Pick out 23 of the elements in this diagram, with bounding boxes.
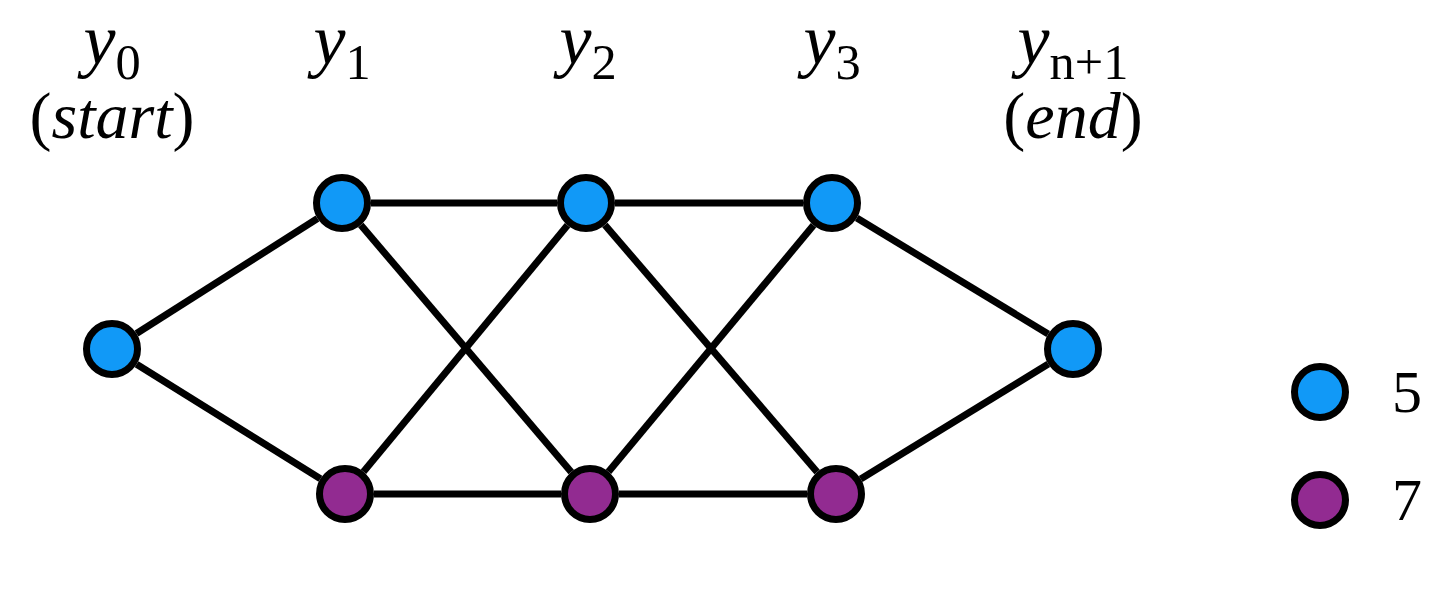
variable-label: y$_{n+1}$ (1007, 4, 1139, 82)
edge-line (619, 490, 807, 498)
legend-label: 5 (1392, 362, 1422, 422)
trellis-node (316, 465, 374, 523)
trellis-node (807, 465, 865, 523)
legend-label: 7 (1392, 470, 1422, 530)
trellis-node (83, 320, 141, 378)
edge-line (855, 215, 1050, 337)
variable-label: y$_{1}$ (303, 4, 381, 82)
variable-label: y$_{0}$ (73, 4, 151, 82)
trellis-node (561, 465, 619, 523)
variable-label: y$_{2}$ (549, 4, 627, 82)
trellis-node (313, 174, 371, 232)
trellis-node (1044, 320, 1102, 378)
trellis-node (803, 174, 861, 232)
edge-line (858, 361, 1051, 482)
edge-line (371, 199, 557, 207)
edge-line (374, 490, 561, 498)
edge-line (134, 361, 323, 482)
variable-label: y$_{3}$ (793, 4, 871, 82)
edge-line (134, 215, 320, 337)
edge-line (615, 199, 803, 207)
trellis-node (557, 174, 615, 232)
